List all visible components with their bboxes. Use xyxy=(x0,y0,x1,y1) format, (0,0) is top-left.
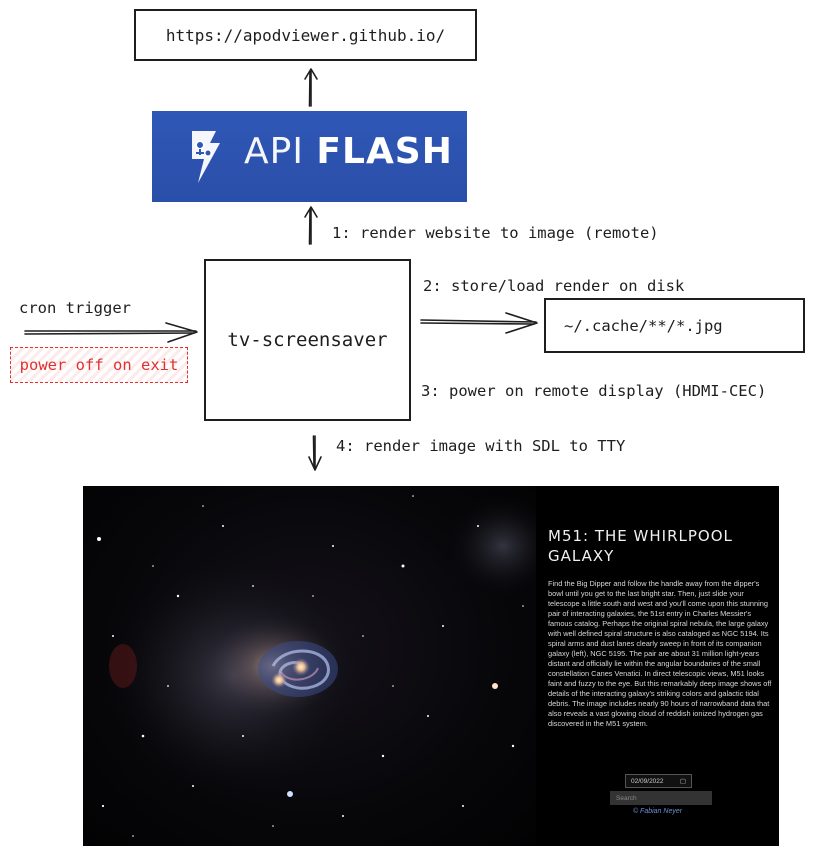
galaxy-photo xyxy=(93,491,563,837)
arrow-cron-to-tv xyxy=(24,322,198,343)
search-input[interactable]: Search xyxy=(610,791,712,805)
arrow-tv-to-apiflash xyxy=(304,206,318,245)
apod-viewer-screenshot: M51: THE WHIRLPOOL GALAXY Find the Big D… xyxy=(83,486,779,846)
tv-screensaver-label: tv-screensaver xyxy=(227,329,388,351)
arrow-tv-to-cache xyxy=(420,312,538,334)
lightning-bolt-circuit-icon xyxy=(192,131,220,183)
date-value: 02/09/2022 xyxy=(631,777,664,785)
date-picker[interactable]: 02/09/2022 ▢ xyxy=(625,774,692,788)
power-off-note: power off on exit xyxy=(10,347,188,383)
apiflash-wordmark-bold: FLASH xyxy=(316,131,453,172)
apod-description: Find the Big Dipper and follow the handl… xyxy=(548,579,772,728)
url-text: https://apodviewer.github.io/ xyxy=(165,25,446,45)
cache-path-label: ~/.cache/**/*.jpg xyxy=(564,316,723,335)
apiflash-wordmark-light: API xyxy=(244,131,304,172)
tv-screensaver-node: tv-screensaver xyxy=(204,259,411,421)
url-node: https://apodviewer.github.io/ xyxy=(134,9,477,61)
calendar-icon: ▢ xyxy=(679,778,686,785)
edge-label-step4: 4: render image with SDL to TTY xyxy=(336,437,626,455)
power-off-label: power off on exit xyxy=(19,356,179,374)
cache-node: ~/.cache/**/*.jpg xyxy=(544,298,805,353)
apod-title: M51: THE WHIRLPOOL GALAXY xyxy=(548,527,733,565)
search-placeholder: Search xyxy=(616,794,637,802)
edge-label-step1: 1: render website to image (remote) xyxy=(332,224,659,242)
image-credit: © Fabian Neyer xyxy=(632,808,683,815)
apod-info-panel: M51: THE WHIRLPOOL GALAXY Find the Big D… xyxy=(536,486,779,846)
arrow-apiflash-to-url xyxy=(304,68,318,107)
apiflash-logo: API FLASH xyxy=(152,111,467,202)
edge-label-step2: 2: store/load render on disk xyxy=(423,277,685,295)
arrow-tv-to-screenshot xyxy=(308,435,322,471)
edge-label-cron: cron trigger xyxy=(19,299,131,317)
apod-image xyxy=(83,486,563,846)
edge-label-step3: 3: power on remote display (HDMI-CEC) xyxy=(421,382,767,400)
